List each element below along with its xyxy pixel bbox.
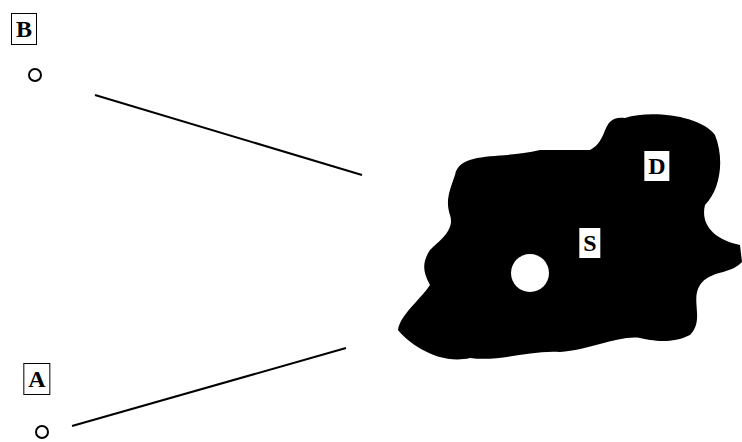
- region-label: S: [579, 228, 600, 258]
- sight-line: [95, 95, 362, 175]
- sight-line: [72, 348, 346, 426]
- dark-region: [398, 114, 742, 359]
- point-label: B: [11, 13, 37, 45]
- point-label: A: [23, 363, 50, 395]
- point-b: [29, 69, 41, 81]
- region-label: D: [644, 151, 669, 181]
- white-spot: [511, 254, 549, 292]
- point-a: [36, 426, 48, 438]
